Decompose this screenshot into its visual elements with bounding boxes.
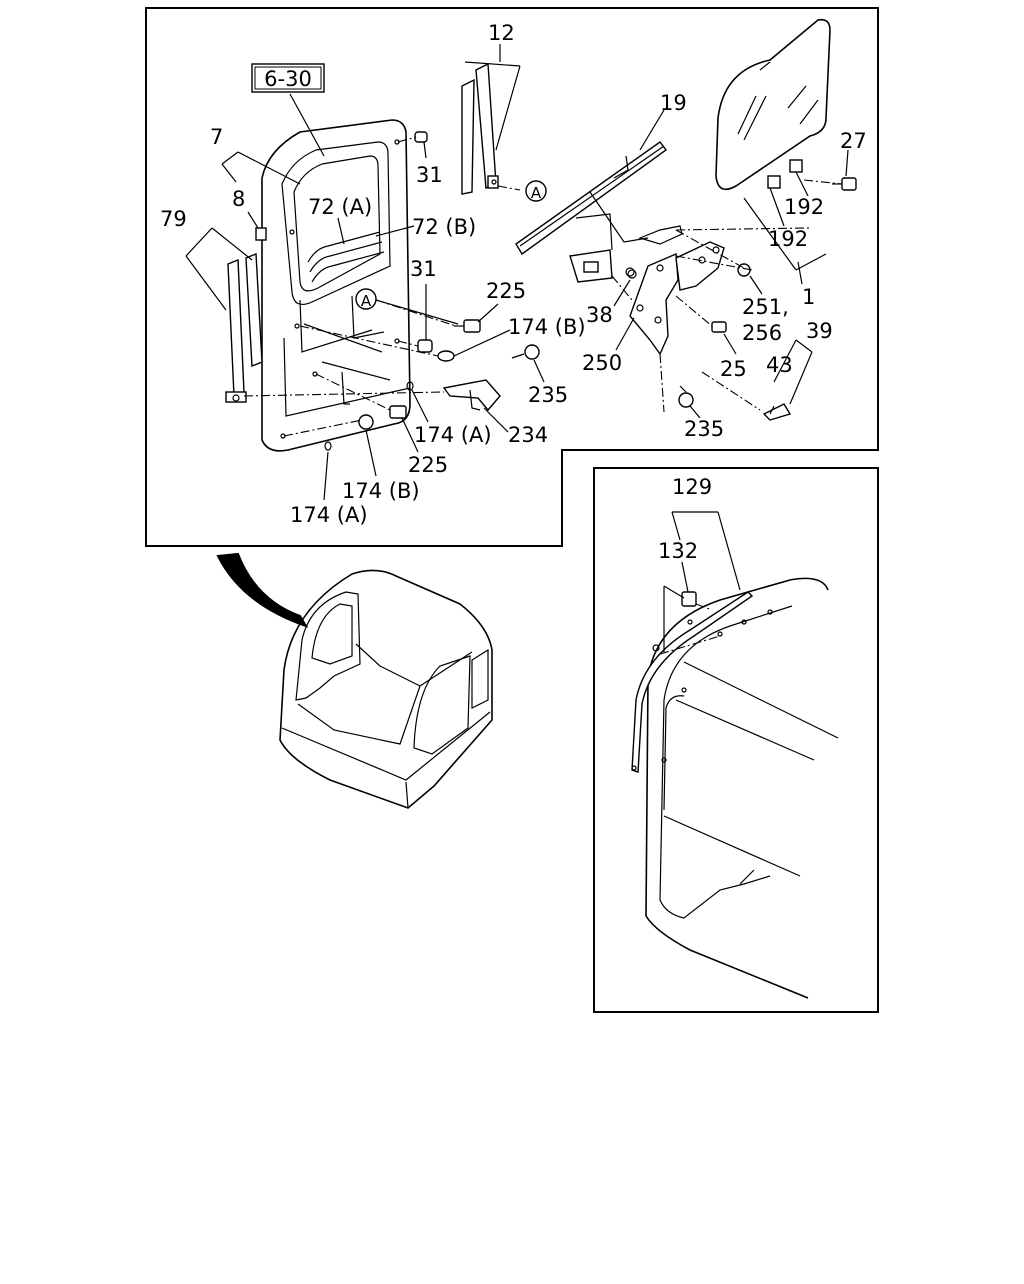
window-channel-72 [307, 231, 385, 283]
door-glass-1 [715, 18, 831, 191]
marker-a-left: A [355, 288, 377, 310]
callout-25: 25 [720, 357, 747, 381]
callout-12: 12 [488, 21, 515, 45]
callout-234: 234 [508, 423, 548, 447]
inset-panel-frame [593, 467, 879, 1013]
callout-192-upper: 192 [784, 195, 824, 219]
callout-174b-bottom: 174 (B) [342, 479, 420, 503]
callout-39: 39 [806, 319, 833, 343]
ref-box-label: 6-30 [264, 67, 312, 91]
leader-lines-main [185, 44, 849, 501]
run-channel-12 [461, 62, 499, 195]
callout-72b: 72 (B) [412, 215, 476, 239]
callout-129: 129 [672, 475, 712, 499]
callout-72a: 72 (A) [308, 195, 372, 219]
callout-38: 38 [586, 303, 613, 327]
callout-27: 27 [840, 129, 867, 153]
callout-174a-bottom: 174 (A) [290, 503, 368, 527]
callout-256: 256 [742, 321, 782, 345]
callout-132: 132 [658, 539, 698, 563]
callout-225-upper: 225 [486, 279, 526, 303]
svg-text:A: A [361, 292, 372, 310]
callout-79: 79 [160, 207, 187, 231]
bracket-250 [625, 252, 679, 356]
fasteners [255, 131, 857, 451]
lifter-plate [675, 241, 751, 291]
window-regulator-19 [515, 141, 683, 283]
callout-174a-mid: 174 (A) [414, 423, 492, 447]
callout-192-lower: 192 [768, 227, 808, 251]
inset-door-illustration [631, 511, 839, 999]
ref-box-6-30[interactable]: 6-30 [251, 63, 325, 93]
svg-text:A: A [531, 184, 542, 202]
callout-19: 19 [660, 91, 687, 115]
weatherstrip-79 [225, 252, 263, 403]
door-panel-illustration [261, 119, 411, 452]
assembly-lines-main [243, 136, 843, 437]
callout-235-upper: 235 [528, 383, 568, 407]
callout-8: 8 [232, 187, 245, 211]
main-panel-frame [145, 7, 879, 547]
callout-7: 7 [210, 125, 223, 149]
callout-174b-top: 174 (B) [508, 315, 586, 339]
callout-43: 43 [766, 353, 793, 377]
callout-251: 251, [742, 295, 789, 319]
marker-a-right: A [525, 180, 547, 202]
callout-31-lower: 31 [410, 257, 437, 281]
callout-225-lower: 225 [408, 453, 448, 477]
callout-250: 250 [582, 351, 622, 375]
cab-overview-illustration [216, 552, 493, 809]
callout-31-upper: 31 [416, 163, 443, 187]
bracket-234 [442, 379, 501, 412]
callout-235-lower: 235 [684, 417, 724, 441]
callout-1: 1 [802, 285, 815, 309]
